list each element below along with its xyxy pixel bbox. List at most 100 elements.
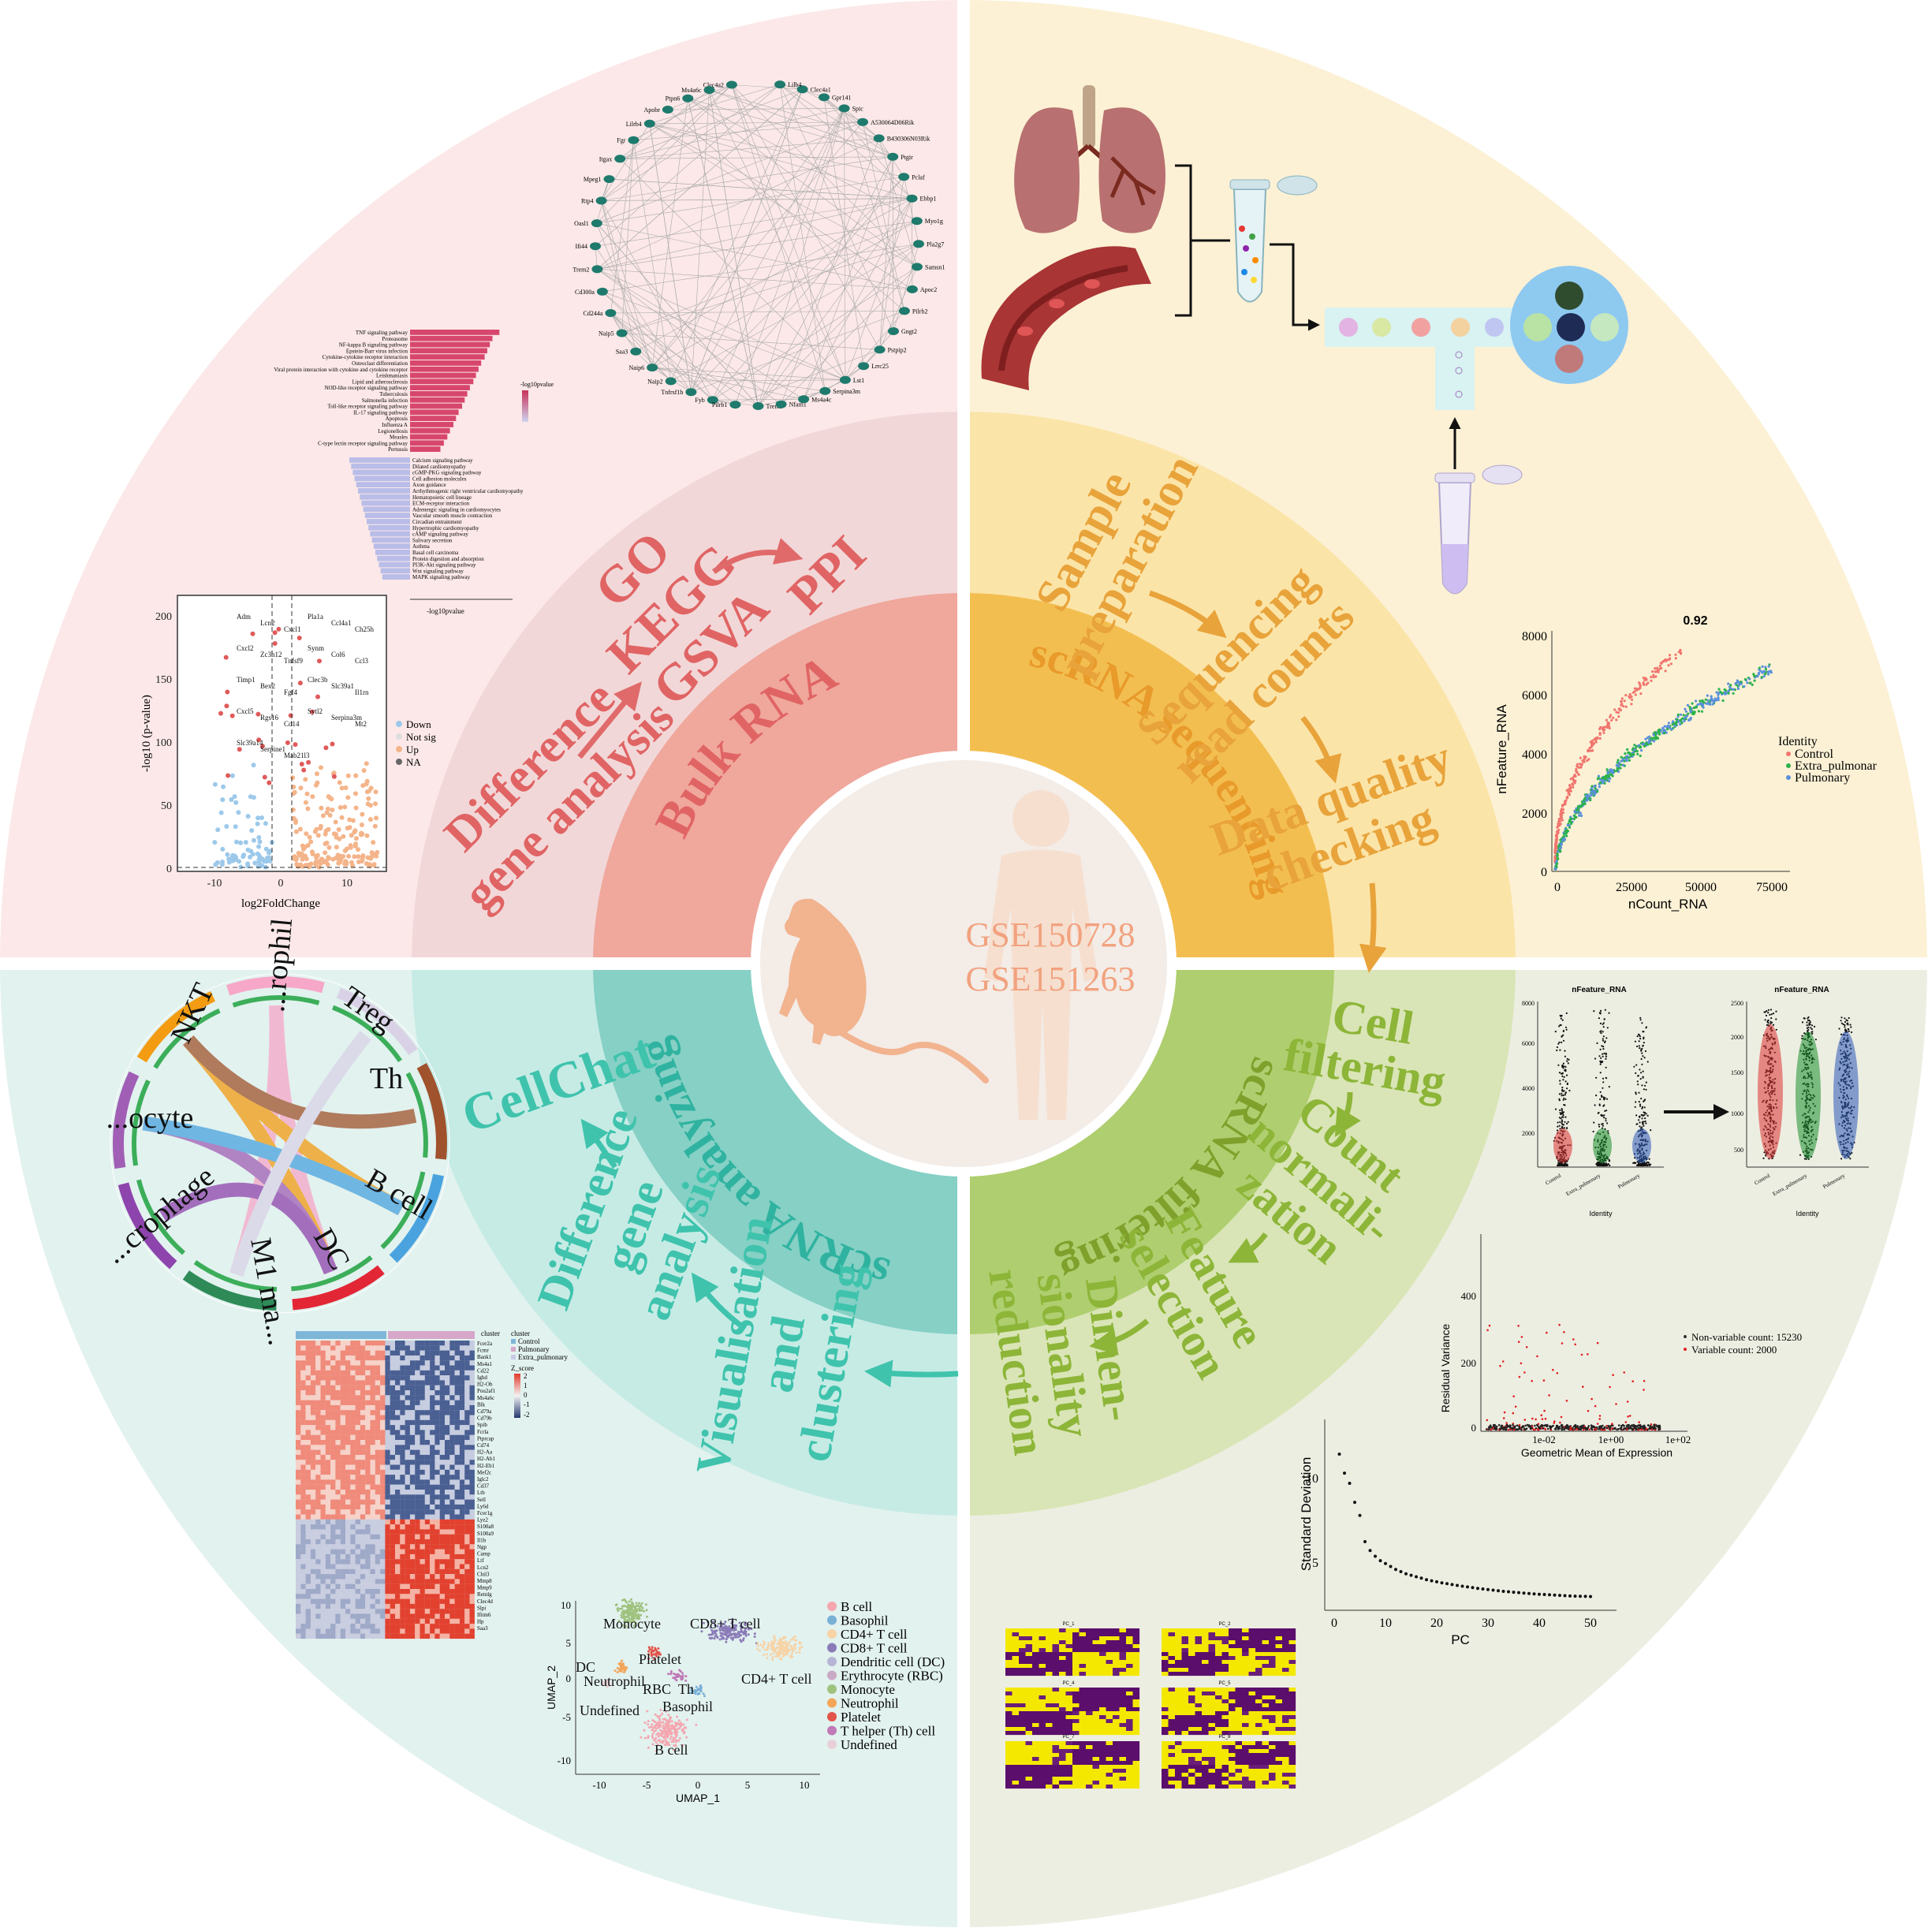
violin-dot (1643, 1031, 1644, 1032)
variance-point (1516, 1424, 1519, 1427)
volcano-legend-down: Down (406, 718, 431, 730)
pc-heatmap-cell (1242, 1727, 1249, 1731)
kegg-bar-up (410, 385, 470, 390)
elbow-point (1466, 1585, 1469, 1588)
variance-point (1611, 1427, 1613, 1430)
scatter-point (1684, 708, 1686, 711)
variance-point (1605, 1425, 1608, 1427)
pc-heatmap-cell (1120, 1727, 1127, 1731)
pc-heatmap-cell (1269, 1672, 1276, 1676)
volcano-legend-ns: Not sig (406, 731, 436, 743)
pc-heatmap-cell (1012, 1628, 1020, 1632)
scatter-point (1615, 711, 1617, 714)
volcano-point (258, 840, 263, 845)
pc-heatmap-cell (1026, 1765, 1033, 1769)
volcano-gene-label: Ch25h (355, 625, 375, 633)
variance-point (1523, 1371, 1526, 1374)
pc-heatmap-cell (1086, 1727, 1093, 1731)
pc-heatmap-cell (1086, 1648, 1093, 1652)
volcano-point (304, 800, 308, 805)
violin-dot (1566, 1013, 1568, 1014)
pc-heatmap-cell (1032, 1632, 1039, 1636)
pc-heatmap-cell (1229, 1628, 1236, 1632)
pc-heatmap-cell (1046, 1745, 1053, 1749)
pc-heatmap-cell (1066, 1723, 1073, 1727)
pc-heatmap-cell (1195, 1664, 1203, 1668)
pc-heatmap-cell (1080, 1699, 1087, 1703)
variance-point (1504, 1412, 1506, 1414)
pc-heatmap-cell (1093, 1644, 1100, 1648)
pc-heatmap-cell (1012, 1753, 1020, 1757)
pc-heatmap-cell (1188, 1731, 1195, 1735)
pc-heatmap-cell (1046, 1656, 1053, 1660)
pc-heatmap-cell (1276, 1656, 1283, 1660)
pc-heatmap-cell (1222, 1719, 1229, 1723)
pc-heatmap-cell (1039, 1745, 1046, 1749)
pc-heatmap-cell (1169, 1652, 1176, 1656)
pc-heatmap-cell (1066, 1688, 1073, 1691)
pc-heatmap-cell (1113, 1745, 1120, 1749)
variance-point (1509, 1424, 1512, 1427)
scatter-point (1574, 775, 1576, 778)
variance-point (1583, 1429, 1585, 1431)
pc-heatmap-cell (1162, 1640, 1169, 1644)
pc-heatmap-cell (1019, 1723, 1026, 1727)
violin-dot (1644, 1106, 1646, 1108)
violin-dot (1806, 1021, 1807, 1023)
scatter-point (1602, 779, 1604, 781)
pc-heatmap-cell (1080, 1715, 1087, 1719)
pc-heatmap-cell (1289, 1672, 1296, 1676)
pc-heatmap-cell (1032, 1719, 1039, 1723)
scatter-ytick-4: 8000 (1522, 630, 1547, 643)
kegg-term-down: MAPK signaling pathway (412, 574, 471, 580)
scatter-point (1639, 692, 1642, 695)
ppi-gene-label: Ms4a6c (681, 87, 702, 94)
violin-dot (1647, 1061, 1649, 1062)
pc-heatmap-cell (1126, 1648, 1133, 1652)
elbow-point (1486, 1588, 1490, 1591)
pc-heatmap-cell (1086, 1652, 1093, 1656)
pc-heatmap-cell (1188, 1715, 1195, 1719)
scatter-point (1665, 669, 1667, 672)
pc-heatmap-cell (1175, 1632, 1182, 1636)
pc-heatmap-cell (1182, 1707, 1189, 1711)
pc-heatmap-cell (1046, 1741, 1053, 1745)
pc-heatmap-cell (1086, 1644, 1093, 1648)
scatter-point (1683, 714, 1685, 716)
pc-heatmap-cell (1039, 1749, 1046, 1753)
pc-heatmap-cell (1249, 1640, 1256, 1644)
pc-heatmap-cell (1133, 1632, 1140, 1636)
volcano-point (252, 763, 256, 767)
pc-heatmap-cell (1072, 1761, 1080, 1765)
pc-heatmap-cell (1269, 1703, 1276, 1707)
scatter-point (1767, 673, 1770, 676)
violin-dot (1602, 1031, 1604, 1032)
pc-heatmap-cell (1269, 1640, 1276, 1644)
violin-dot (1802, 1021, 1803, 1023)
pc-heatmap-cell (1026, 1640, 1033, 1644)
scatter-point (1702, 707, 1705, 709)
scatter-point (1560, 815, 1562, 818)
pc-heatmap-cell (1126, 1749, 1133, 1753)
scatter-legend-2: Pulmonary (1795, 771, 1850, 785)
pc-heatmap-cell (1053, 1652, 1060, 1656)
variance-point (1513, 1429, 1516, 1431)
pc-heatmap-cell (1255, 1691, 1262, 1695)
pc-heatmap-cell (1209, 1660, 1216, 1664)
pc-heatmap-cell (1289, 1715, 1296, 1719)
scatter-point (1691, 703, 1694, 705)
volcano-point (237, 859, 241, 863)
volcano-point (354, 806, 359, 811)
pc-heatmap-cell (1093, 1668, 1100, 1672)
pc-heatmap-cell (1255, 1660, 1262, 1664)
volcano-point (349, 860, 354, 865)
elbow-xtick-3: 30 (1482, 1617, 1494, 1630)
pc-heatmap-cell (1188, 1636, 1195, 1640)
variance-point (1582, 1386, 1584, 1388)
scatter-point (1768, 666, 1770, 668)
pc-heatmap-cell (1262, 1652, 1270, 1656)
volcano-gene-label: Fgf4 (284, 688, 298, 696)
pc-heatmap-cell (1182, 1644, 1189, 1648)
scatter-point (1758, 673, 1760, 676)
pc-heatmap-cell (1039, 1656, 1046, 1660)
